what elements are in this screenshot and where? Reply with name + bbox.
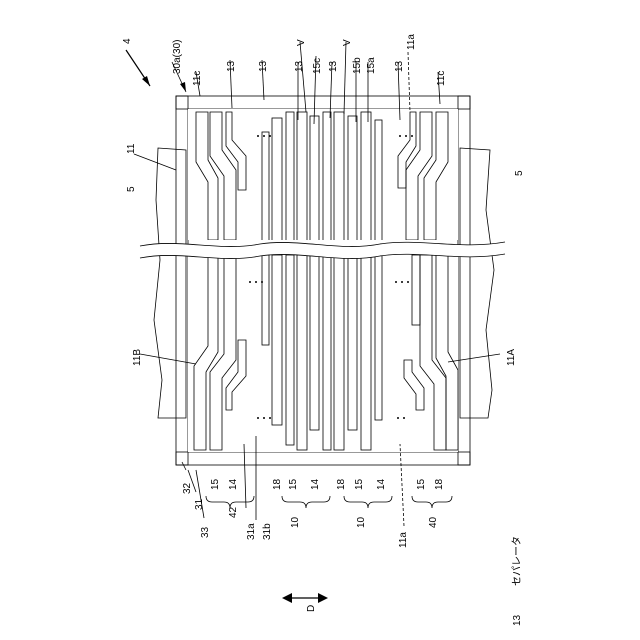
label-ref-15-2: 15 [288,478,299,490]
label-ref-4: 4 [122,38,133,44]
label-ref-13-a: 13 [226,60,237,72]
legend-number: 13 [512,614,523,626]
cell-stack-upper [188,109,458,247]
label-ref-10-1: 10 [290,516,301,528]
label-ref-13-e: 13 [394,60,405,72]
axis-d-arrow [282,593,328,603]
label-ref-5-right: 5 [514,170,525,176]
legend: 13 セパレータ [511,536,523,626]
label-ref-18-1: 18 [272,478,283,490]
cell-stack-lower [188,255,458,452]
label-ref-13-d: 13 [328,60,339,72]
label-ref-42: 42 [228,506,239,518]
label-ref-15c: 15c [312,58,323,74]
label-ref-18-3: 18 [434,478,445,490]
label-ref-31b: 31b [262,523,273,540]
label-ref-10-2: 10 [356,516,367,528]
label-ref-31a: 31a [246,523,257,540]
label-ref-5-left: 5 [126,186,137,192]
legend-text: セパレータ [511,536,523,586]
label-ref-11A: 11A [506,349,517,366]
label-ref-13-b: 13 [258,60,269,72]
label-ref-11c-left: 11c [192,71,203,86]
label-ref-11a-top: 11a [406,34,417,50]
label-ref-31: 31 [194,498,205,510]
label-ref-13-c: 13 [294,60,305,72]
label-ref-14-1: 14 [228,478,239,490]
label-ref-v-2: V [342,39,353,46]
label-ref-32: 32 [182,482,193,494]
label-ref-15a: 15a [366,57,377,74]
outer-member-5-right [460,148,494,418]
label-ref-15-4: 15 [416,478,427,490]
label-ref-11c-right: 11c [436,71,447,86]
label-ref-v-1: V [296,39,307,46]
label-ref-33: 33 [200,526,211,538]
label-ref-30a: 30a(30) [172,40,183,74]
group-brackets [206,496,452,508]
arrow-icon-ref-4 [126,50,150,86]
break-line [140,242,505,259]
label-ref-14-3: 14 [376,478,387,490]
outer-member-5-left [154,148,186,418]
label-ref-15-1: 15 [210,478,221,490]
label-ref-11B: 11B [132,349,143,366]
label-ref-15-3: 15 [354,478,365,490]
label-ref-11a-bottom: 11a [398,532,409,548]
label-ref-14-2: 14 [310,478,321,490]
label-ref-11: 11 [126,143,137,154]
label-ref-18-2: 18 [336,478,347,490]
label-ref-40: 40 [428,516,439,528]
label-axis-d: D [306,605,317,612]
label-ref-15b: 15b [352,57,363,74]
